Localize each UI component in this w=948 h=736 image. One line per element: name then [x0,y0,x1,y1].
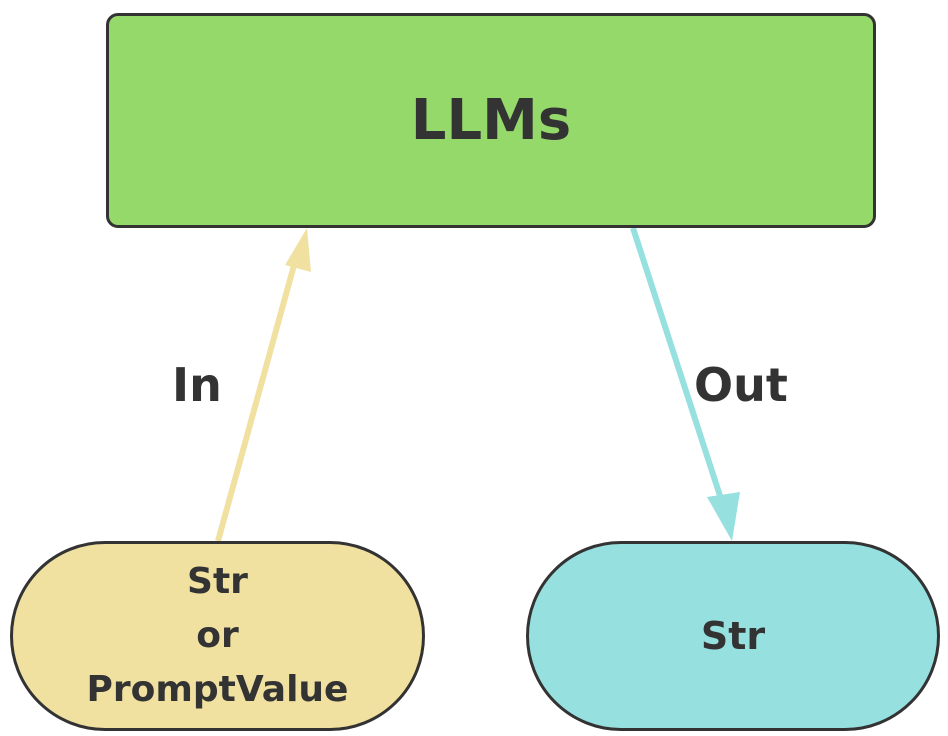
llms-node-label: LLMs [410,88,572,153]
output-node: Str [526,541,940,731]
out-arrowhead [707,492,740,541]
in-arrow-line [215,257,299,542]
input-node-line-2: or [196,615,239,656]
in-edge-label: In [172,358,222,412]
output-node-label: Str [700,614,766,658]
out-arrow-line [630,227,726,506]
llms-node: LLMs [106,13,876,228]
input-node-line-1: Str [187,561,248,602]
in-arrowhead [285,228,311,272]
input-node-line-3: PromptValue [86,669,349,710]
input-node: Str or PromptValue [10,541,425,731]
out-edge-label: Out [694,358,788,412]
